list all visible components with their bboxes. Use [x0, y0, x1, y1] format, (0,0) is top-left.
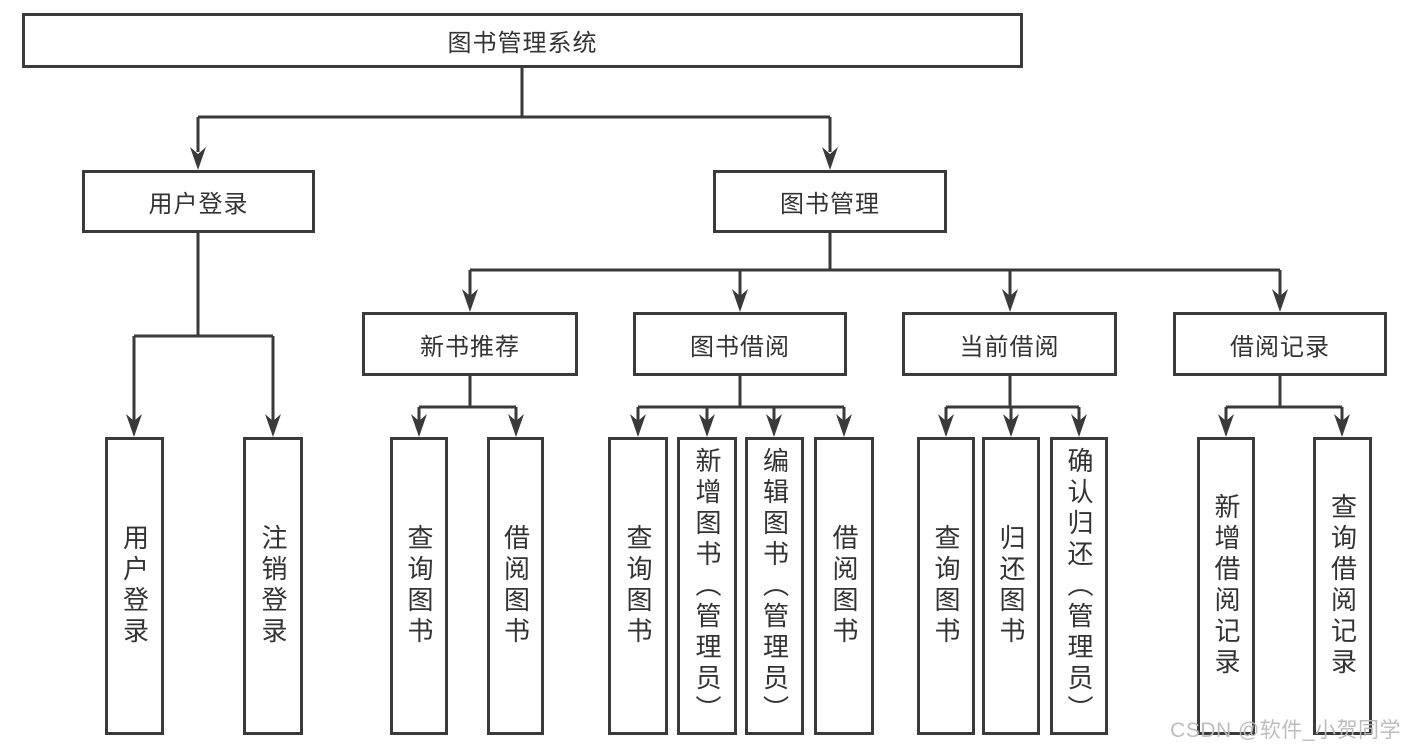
node-current-borrow: 当前借阅	[902, 312, 1117, 376]
leaf-borrow-add-book: 新增图书（管理员）	[677, 437, 737, 735]
node-user-login-label: 用户登录	[148, 191, 249, 218]
leaf-current-query: 查询图书	[917, 437, 975, 735]
leaf-user-login: 用户登录	[105, 437, 164, 735]
leaf-newbook-query-label: 查询图书	[404, 524, 434, 648]
csdn-watermark: CSDN @软件_小贺同学	[1170, 719, 1401, 742]
leaf-record-add-label: 新增借阅记录	[1211, 493, 1241, 679]
node-book-borrow-label: 图书借阅	[690, 333, 790, 361]
leaf-user-login-label: 用户登录	[119, 524, 150, 648]
node-book-management-label: 图书管理	[780, 191, 880, 218]
leaf-record-query: 查询借阅记录	[1313, 437, 1372, 735]
leaf-record-add: 新增借阅记录	[1197, 437, 1255, 735]
leaf-current-query-label: 查询图书	[931, 524, 961, 648]
leaf-borrow-borrow-book-label: 借阅图书	[829, 524, 859, 648]
leaf-borrow-query-label: 查询图书	[623, 524, 653, 648]
leaf-current-confirm-return: 确认归还（管理员）	[1050, 437, 1108, 735]
leaf-borrow-edit-book-label: 编辑图书（管理员）	[759, 446, 790, 726]
leaf-logout-label: 注销登录	[258, 524, 288, 648]
leaf-current-return-label: 归还图书	[996, 524, 1026, 648]
node-borrow-record: 借阅记录	[1173, 312, 1387, 376]
leaf-borrow-add-book-label: 新增图书（管理员）	[692, 446, 722, 726]
node-root-label: 图书管理系统	[447, 30, 598, 57]
leaf-logout: 注销登录	[243, 437, 303, 735]
node-book-borrow: 图书借阅	[633, 312, 847, 376]
node-current-borrow-label: 当前借阅	[959, 333, 1060, 361]
node-new-book-recommend: 新书推荐	[362, 312, 578, 376]
leaf-borrow-edit-book: 编辑图书（管理员）	[745, 437, 804, 735]
node-borrow-record-label: 借阅记录	[1230, 333, 1330, 361]
leaf-newbook-borrow-label: 借阅图书	[500, 524, 531, 648]
leaf-newbook-borrow: 借阅图书	[487, 437, 544, 735]
leaf-borrow-query: 查询图书	[608, 437, 668, 735]
leaf-current-return: 归还图书	[982, 437, 1040, 735]
leaf-borrow-borrow-book: 借阅图书	[814, 437, 874, 735]
leaf-newbook-query: 查询图书	[390, 437, 448, 735]
node-new-book-recommend-label: 新书推荐	[420, 333, 520, 361]
leaf-current-confirm-return-label: 确认归还（管理员）	[1064, 446, 1094, 726]
node-book-management: 图书管理	[713, 170, 947, 233]
leaf-record-query-label: 查询借阅记录	[1327, 493, 1358, 679]
node-user-login: 用户登录	[82, 170, 315, 233]
node-root: 图书管理系统	[22, 13, 1023, 68]
